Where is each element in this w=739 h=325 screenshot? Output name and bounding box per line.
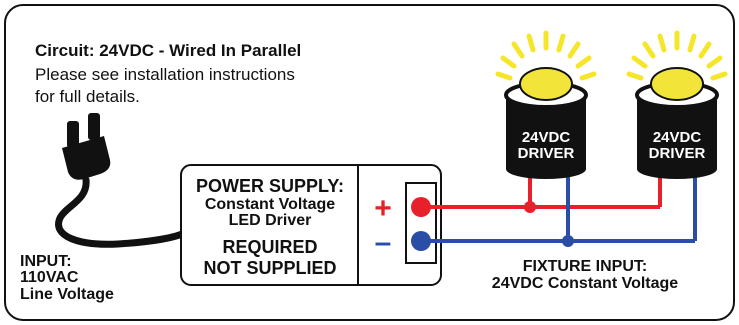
- driver-1-line-1: 24VDC: [522, 129, 571, 146]
- negative-sign: –: [375, 226, 392, 259]
- positive-terminal-dot: [411, 197, 431, 217]
- glow-rays-icon: [626, 30, 728, 81]
- fixture-input-spec: 24VDC Constant Voltage: [492, 275, 679, 292]
- instructions-line-2: for full details.: [35, 87, 140, 106]
- input-type: Line Voltage: [20, 286, 114, 303]
- not-supplied-label: NOT SUPPLIED: [203, 258, 336, 278]
- input-label: INPUT:: [20, 253, 72, 270]
- power-supply-title: POWER SUPPLY:: [196, 176, 344, 196]
- glow-rays-icon: [495, 30, 597, 81]
- driver-1-line-2: DRIVER: [518, 145, 575, 162]
- positive-junction-dot: [524, 201, 536, 213]
- driver-2-line-1: 24VDC: [653, 129, 702, 146]
- negative-wire: [421, 168, 697, 243]
- power-supply-box: [180, 164, 442, 286]
- circuit-title: Circuit: 24VDC - Wired In Parallel: [35, 41, 301, 60]
- power-supply-line-1: Constant Voltage: [205, 196, 335, 213]
- instructions-line-1: Please see installation instructions: [35, 65, 295, 84]
- fixture-input-label: FIXTURE INPUT:: [523, 258, 647, 275]
- led-fixture-1: 24VDC DRIVER: [495, 30, 597, 179]
- driver-2-line-2: DRIVER: [649, 145, 706, 162]
- negative-terminal-dot: [411, 231, 431, 251]
- positive-sign: +: [374, 192, 392, 225]
- required-label: REQUIRED: [222, 237, 317, 257]
- led-fixture-2: 24VDC DRIVER: [626, 30, 728, 179]
- plug-icon: [55, 113, 186, 248]
- power-supply-line-2: LED Driver: [229, 212, 312, 229]
- input-voltage: 110VAC: [20, 269, 79, 286]
- negative-junction-dot: [562, 235, 574, 247]
